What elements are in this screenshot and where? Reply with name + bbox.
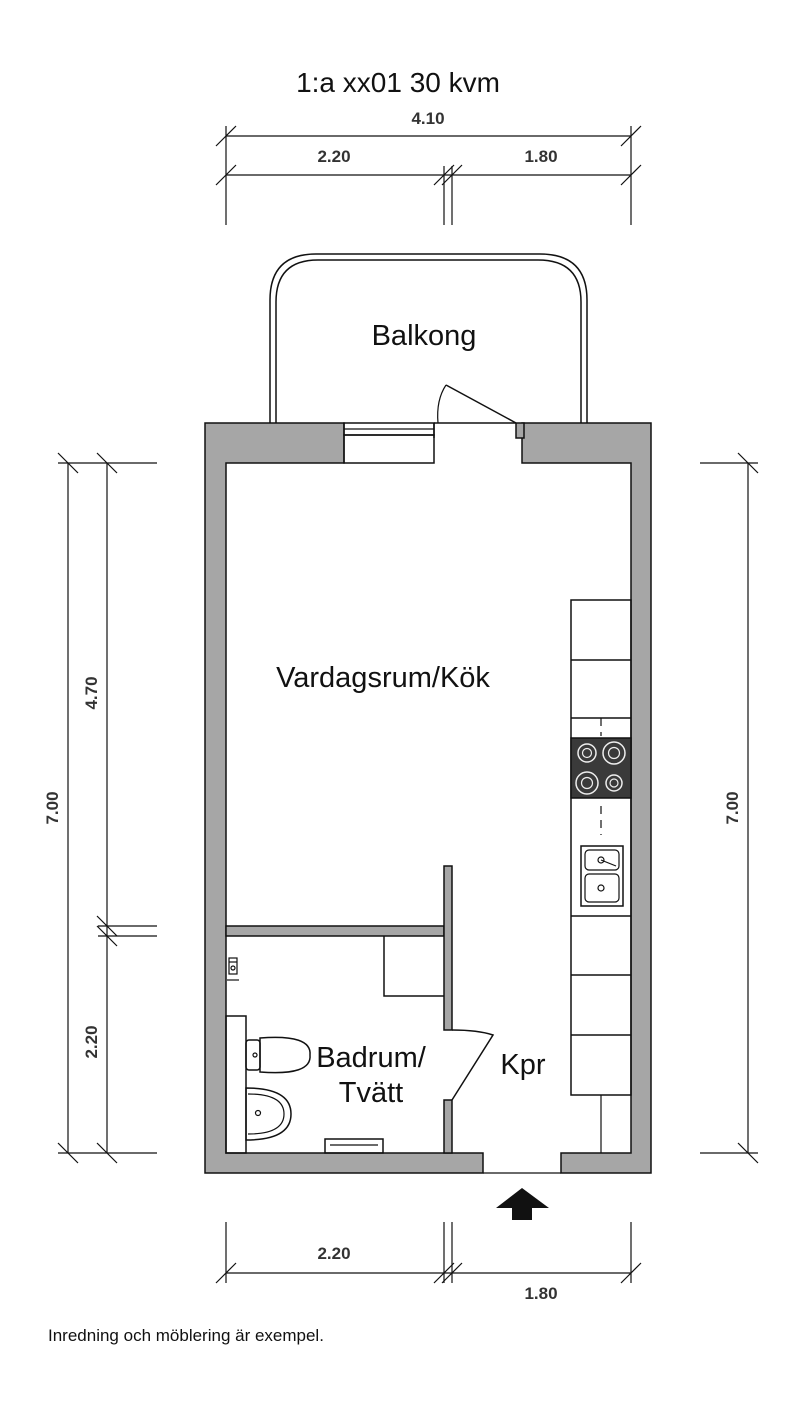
- washbasin-icon: [245, 1087, 292, 1141]
- dim-left-upper: 4.70: [82, 676, 101, 709]
- tap-icon: [227, 957, 239, 981]
- dim-top-left: 2.20: [317, 147, 350, 166]
- kitchen-counter: [570, 599, 632, 1153]
- closet-label: Kpr: [500, 1049, 545, 1081]
- left-dimensions: 7.00 4.70 2.20: [43, 452, 157, 1164]
- bathroom-label-line1: Badrum/: [316, 1042, 427, 1074]
- toilet-icon: [245, 1036, 311, 1074]
- right-dimensions: 7.00: [700, 452, 759, 1164]
- dim-left-total: 7.00: [43, 791, 62, 824]
- balcony-label: Balkong: [372, 320, 477, 352]
- top-dimensions: 4.10 2.20 1.80: [215, 109, 642, 225]
- dim-left-lower: 2.20: [82, 1025, 101, 1058]
- dim-right-total: 7.00: [723, 791, 742, 824]
- kitchen-sink: [580, 845, 624, 907]
- bathroom: Badrum/ Tvätt: [225, 936, 495, 1154]
- plan-title: 1:a xx01 30 kvm: [296, 67, 500, 98]
- disclaimer-note: Inredning och möblering är exempel.: [48, 1326, 324, 1345]
- dim-bottom-left: 2.20: [317, 1244, 350, 1263]
- balcony-window: [343, 422, 435, 464]
- dim-top-total: 4.10: [411, 109, 444, 128]
- bathroom-label-line2: Tvätt: [339, 1077, 403, 1109]
- balcony-door: [433, 384, 517, 438]
- entrance-arrow-icon: [496, 1188, 549, 1220]
- living-kitchen-label: Vardagsrum/Kök: [276, 662, 490, 694]
- stove: [570, 737, 632, 799]
- bottom-dimensions: 2.20 1.80: [215, 1222, 642, 1303]
- balcony: Balkong: [269, 253, 588, 424]
- dim-bottom-right: 1.80: [524, 1284, 557, 1303]
- dim-top-right: 1.80: [524, 147, 557, 166]
